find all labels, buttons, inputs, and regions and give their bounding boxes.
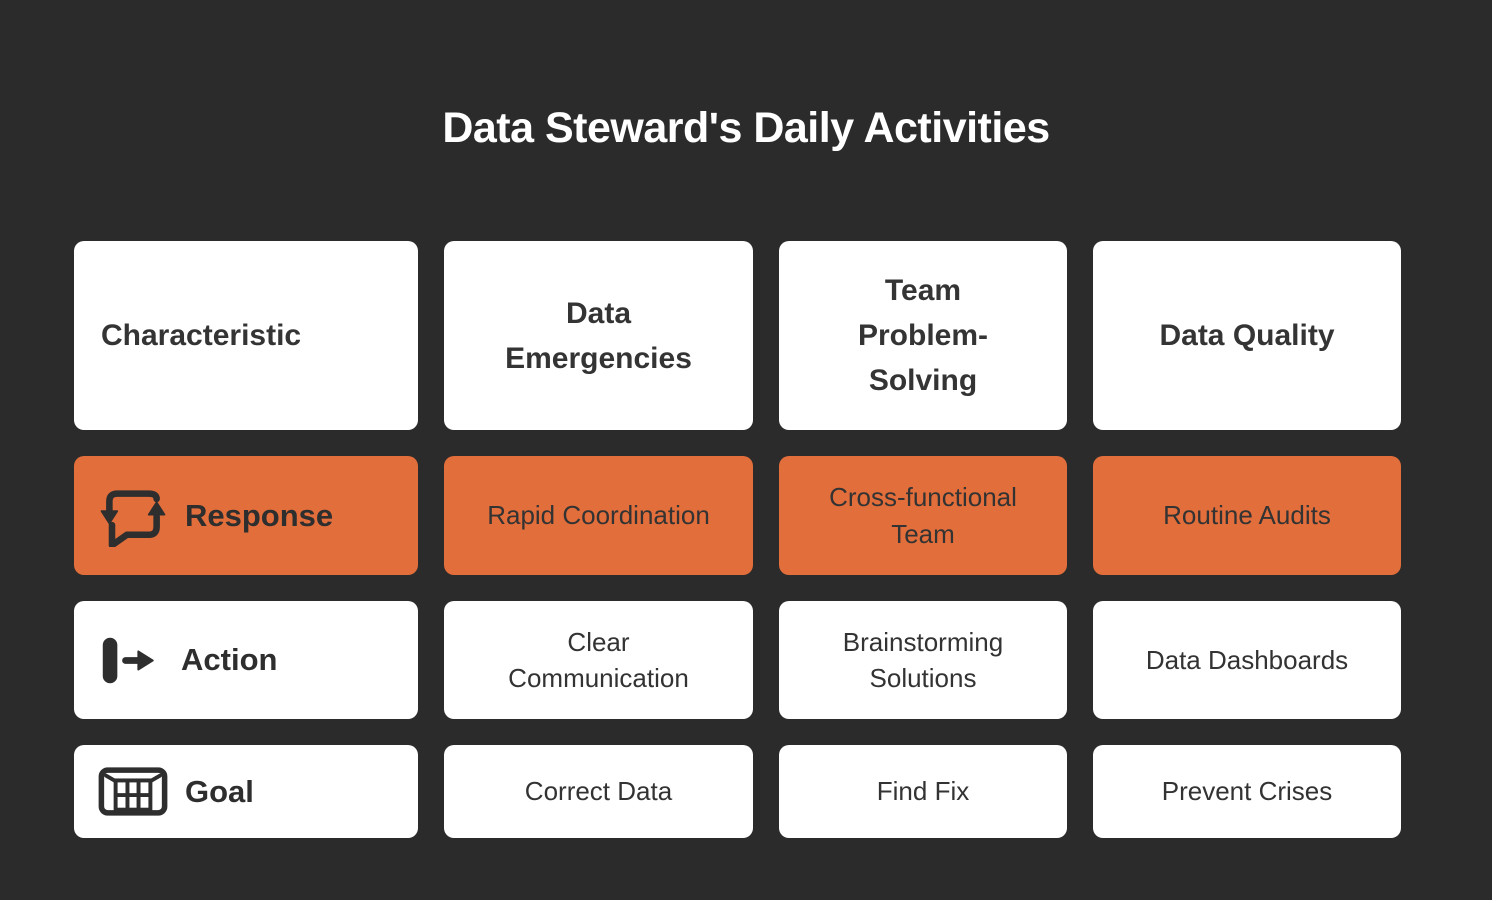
row-label-text: Response — [185, 497, 334, 533]
cell-goal-data-quality: Prevent Crises — [1093, 745, 1401, 838]
cell-goal-team-problem-solving: Find Fix — [779, 745, 1067, 838]
row-label-response: Response — [74, 456, 418, 575]
header-cell-characteristic: Characteristic — [74, 241, 418, 430]
arrow-from-bar-icon — [98, 635, 164, 686]
row-label-text: Action — [181, 642, 278, 678]
cell-action-data-emergencies: Clear Communication — [444, 601, 753, 719]
cell-action-data-quality: Data Dashboards — [1093, 601, 1401, 719]
row-label-text: Goal — [185, 773, 254, 809]
comment-arrows-icon — [98, 484, 168, 547]
header-cell-data-quality: Data Quality — [1093, 241, 1401, 430]
header-cell-data-emergencies: Data Emergencies — [444, 241, 753, 430]
cell-goal-data-emergencies: Correct Data — [444, 745, 753, 838]
cell-response-team-problem-solving: Cross-functional Team — [779, 456, 1067, 575]
cell-response-data-quality: Routine Audits — [1093, 456, 1401, 575]
cell-action-team-problem-solving: Brainstorming Solutions — [779, 601, 1067, 719]
page-title: Data Steward's Daily Activities — [442, 104, 1050, 152]
cell-response-data-emergencies: Rapid Coordination — [444, 456, 753, 575]
goal-net-icon — [98, 767, 168, 816]
row-label-goal: Goal — [74, 745, 418, 838]
activities-matrix: Characteristic Data Emergencies Team Pro… — [74, 241, 1401, 838]
row-label-action: Action — [74, 601, 418, 719]
header-cell-team-problem-solving: Team Problem- Solving — [779, 241, 1067, 430]
